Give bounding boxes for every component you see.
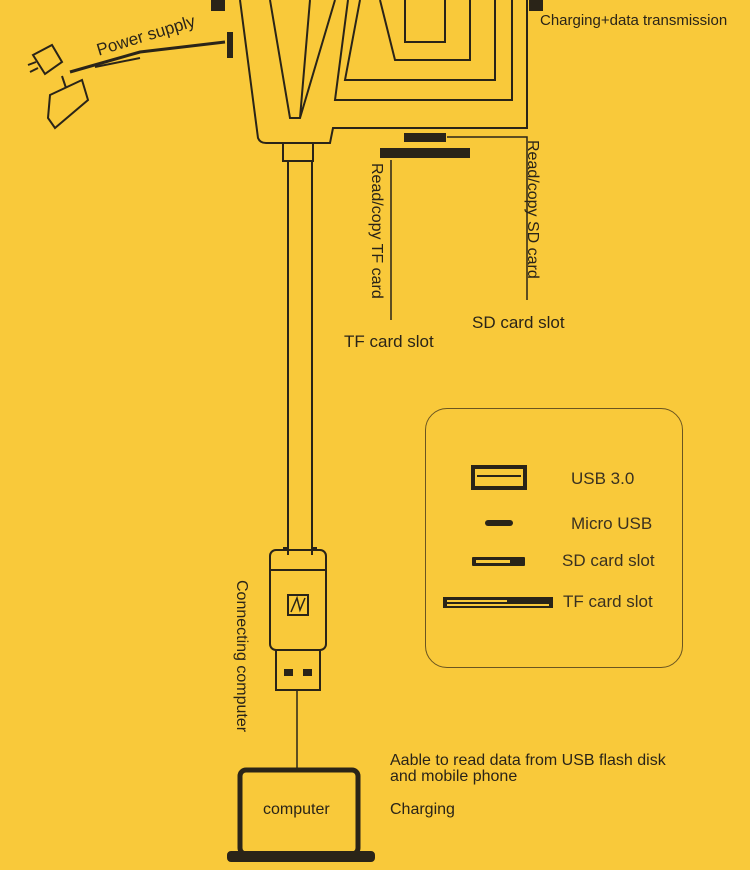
brand-logo-icon xyxy=(287,594,309,616)
sd-slot-label: SD card slot xyxy=(472,313,565,332)
usb-cable xyxy=(287,161,313,555)
top-left-port-icon xyxy=(211,0,225,11)
tf-slot-label: TF card slot xyxy=(344,332,434,351)
legend-micro-usb-label: Micro USB xyxy=(571,514,653,533)
usb-a-port-icon xyxy=(471,465,527,490)
read-usb-label-2: and mobile phone xyxy=(390,768,518,785)
sd-slot-icon xyxy=(404,133,446,142)
hub-body xyxy=(239,0,528,144)
sd-slot-icon xyxy=(472,557,525,566)
top-right-port-icon xyxy=(529,0,543,11)
read-usb-label: Aable to read data from USB flash disk xyxy=(390,752,666,769)
tf-slot-icon xyxy=(443,597,553,608)
legend-tf-label: TF card slot xyxy=(563,592,653,611)
usb-plug xyxy=(275,649,321,691)
tf-slot-icon xyxy=(380,148,470,158)
cable-neck xyxy=(282,142,314,162)
legend-sd-label: SD card slot xyxy=(562,551,655,570)
micro-usb-port-icon xyxy=(485,520,513,526)
legend-usb3-label: USB 3.0 xyxy=(571,469,635,488)
charging-label: Charging xyxy=(390,801,455,818)
computer-label: computer xyxy=(263,801,330,818)
hub-logo-lines xyxy=(269,0,513,119)
power-adapter-icon xyxy=(27,32,233,130)
port-legend xyxy=(425,408,683,668)
charging-data-label: Charging+data transmission xyxy=(540,12,728,29)
